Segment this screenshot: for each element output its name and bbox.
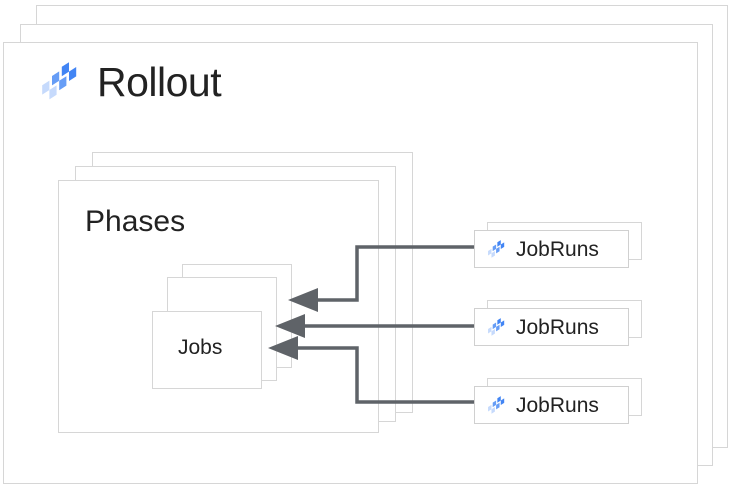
jobruns-card-front-3[interactable]: JobRuns	[474, 386, 629, 424]
rollout-header: Rollout	[40, 58, 222, 105]
jobruns-label-2: JobRuns	[516, 315, 599, 339]
jobruns-card-front-2[interactable]: JobRuns	[474, 308, 629, 346]
jobruns-label-3: JobRuns	[516, 393, 599, 417]
jobruns-card-group-1[interactable]: JobRuns	[474, 222, 644, 270]
cloud-deploy-logo-icon	[40, 60, 80, 104]
rollout-title: Rollout	[97, 58, 222, 105]
jobruns-card-front-1[interactable]: JobRuns	[474, 230, 629, 268]
phases-title: Phases	[85, 205, 186, 238]
jobs-title: Jobs	[178, 336, 223, 359]
jobruns-label-1: JobRuns	[516, 237, 599, 261]
cloud-deploy-logo-icon	[487, 317, 506, 338]
jobruns-card-group-2[interactable]: JobRuns	[474, 300, 644, 348]
jobruns-card-group-3[interactable]: JobRuns	[474, 378, 644, 426]
cloud-deploy-logo-icon	[487, 395, 506, 416]
cloud-deploy-logo-icon	[487, 239, 506, 260]
jobs-card-front	[152, 311, 262, 389]
